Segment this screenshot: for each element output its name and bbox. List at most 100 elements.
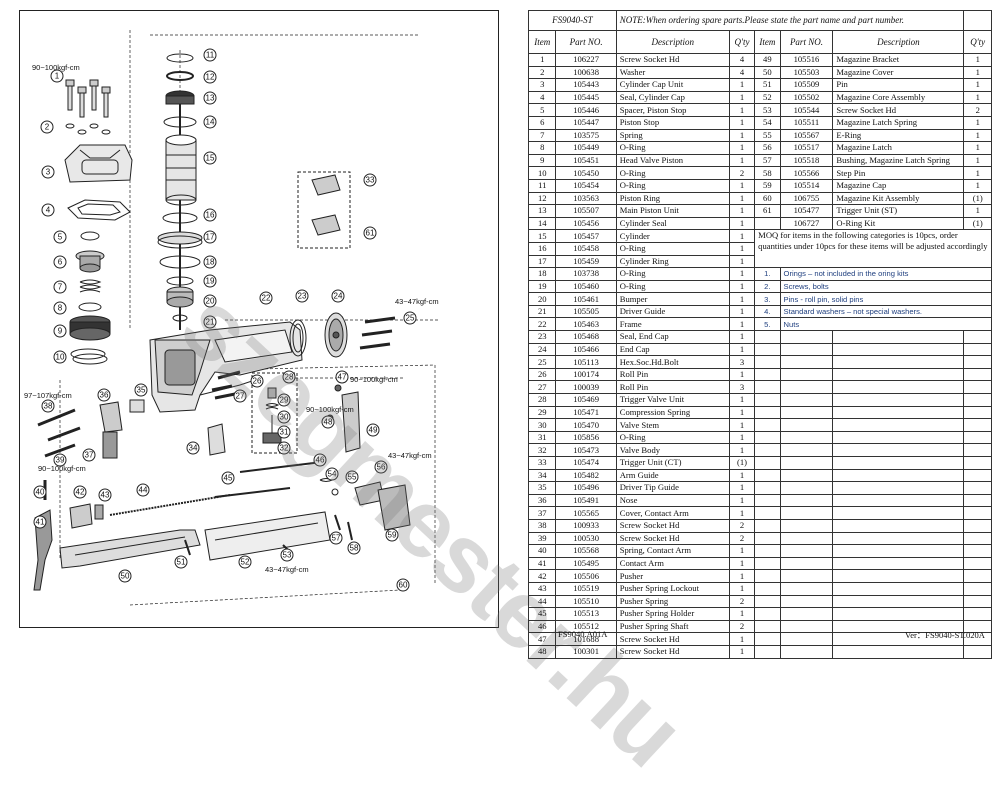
empty-cell: [832, 531, 965, 546]
callout-circle: [203, 255, 217, 269]
callout-circle: [186, 441, 200, 455]
callout-58: 58: [347, 541, 361, 555]
part-qty: 1: [728, 342, 756, 357]
callout-circle: [97, 388, 111, 402]
callout-29: 29: [277, 393, 291, 407]
callout-circle: [203, 274, 217, 288]
part-number: 105470: [555, 418, 617, 432]
empty-cell: [779, 531, 834, 546]
part-qty: 1: [728, 90, 756, 105]
item-number: 36: [527, 493, 557, 508]
model-label: FS9040-ST: [528, 10, 617, 31]
cylinder-15: [165, 134, 197, 206]
empty-cell: [754, 556, 781, 571]
empty-cell: [963, 405, 992, 420]
callout-number: 33: [366, 176, 375, 185]
part-number: 105507: [555, 204, 617, 218]
callout-number: 13: [206, 94, 215, 103]
part-number: 106227: [555, 53, 617, 67]
empty-cell: [832, 443, 965, 457]
part-description: O-Ring: [615, 241, 730, 256]
callout-55: 55: [345, 470, 359, 484]
parts-table: FS9040-ST NOTE:When ordering spare parts…: [527, 10, 993, 659]
item-number: 12: [527, 191, 557, 206]
empty-cell: [754, 581, 781, 596]
callout-circle: [203, 294, 217, 308]
part-qty: 1: [963, 53, 992, 67]
item-number: 43: [527, 581, 557, 596]
item-number: 30: [527, 418, 557, 432]
item-number: 40: [527, 544, 557, 558]
callout-circle: [174, 555, 188, 569]
callout-1: 1: [50, 69, 64, 83]
callout-number: 3: [46, 168, 51, 177]
part-number: 105449: [555, 141, 617, 155]
callout-number: 27: [236, 392, 245, 401]
part-qty: 1: [728, 241, 756, 256]
empty-cell: [754, 393, 781, 407]
callout-number: 26: [253, 377, 262, 386]
empty-cell: [832, 330, 965, 344]
callout-circle: [134, 383, 148, 397]
callout-circle: [41, 203, 55, 217]
part-description: O-Ring: [615, 166, 730, 180]
part-qty: 3: [728, 380, 756, 395]
callout-23: 23: [295, 289, 309, 303]
empty-cell: [832, 544, 965, 558]
callout-52: 52: [238, 555, 252, 569]
callout-2: 2: [40, 120, 54, 134]
part-number: 105511: [779, 115, 834, 130]
part-description: Pusher Spring: [615, 594, 730, 609]
part-number: 105491: [555, 493, 617, 508]
empty-cell: [754, 443, 781, 457]
moq-list-text: Orings – not included in the oring kits: [779, 267, 993, 281]
callout-56: 56: [374, 460, 388, 474]
callout-number: 35: [137, 386, 146, 395]
callout-circle: [33, 515, 47, 529]
callout-number: 16: [206, 211, 215, 220]
part-description: Spacer, Piston Stop: [615, 103, 730, 117]
part-number: 105514: [779, 178, 834, 193]
empty-cell: [754, 405, 781, 420]
part-qty: 1: [728, 367, 756, 382]
torque-label: 97~107kgf-cm: [24, 391, 72, 400]
table-column-headers: Item Part NO. Description Q'ty Item Part…: [527, 30, 992, 54]
torque-label: 90~100kgf-cm: [38, 464, 86, 473]
driver-tip-guide-35: [129, 399, 145, 413]
empty-cell: [779, 607, 834, 621]
empty-cell: [754, 418, 781, 432]
item-number: 37: [527, 506, 557, 520]
part-number: 100530: [555, 531, 617, 546]
part-qty: 1: [963, 178, 992, 193]
callout-number: 41: [36, 518, 45, 527]
empty-cell: [963, 418, 992, 432]
part-qty: 1: [728, 443, 756, 457]
part-description: Magazine Latch Spring: [832, 115, 965, 130]
moq-list-number: 4.: [754, 304, 781, 319]
part-number: 103563: [555, 191, 617, 206]
part-description: Pusher Spring Lockout: [615, 581, 730, 596]
empty-cell: [754, 607, 781, 621]
callout-40: 40: [33, 485, 47, 499]
part-number: 105471: [555, 405, 617, 420]
part-description: Pin: [832, 78, 965, 92]
spacer-5: [80, 231, 100, 241]
empty-cell: [963, 581, 992, 596]
callout-47: 47: [335, 370, 349, 384]
empty-cell: [779, 393, 834, 407]
lockout-43: [94, 504, 104, 520]
pusher-spring-44: [109, 494, 231, 516]
item-number: 51: [754, 78, 781, 92]
part-description: Piston Ring: [615, 191, 730, 206]
col-part-no: Part NO.: [779, 30, 834, 54]
part-qty: 1: [728, 254, 756, 269]
callout-19: 19: [203, 274, 217, 288]
part-qty: 1: [728, 103, 756, 117]
callout-6: 6: [53, 255, 67, 269]
callout-circle: [385, 528, 399, 542]
